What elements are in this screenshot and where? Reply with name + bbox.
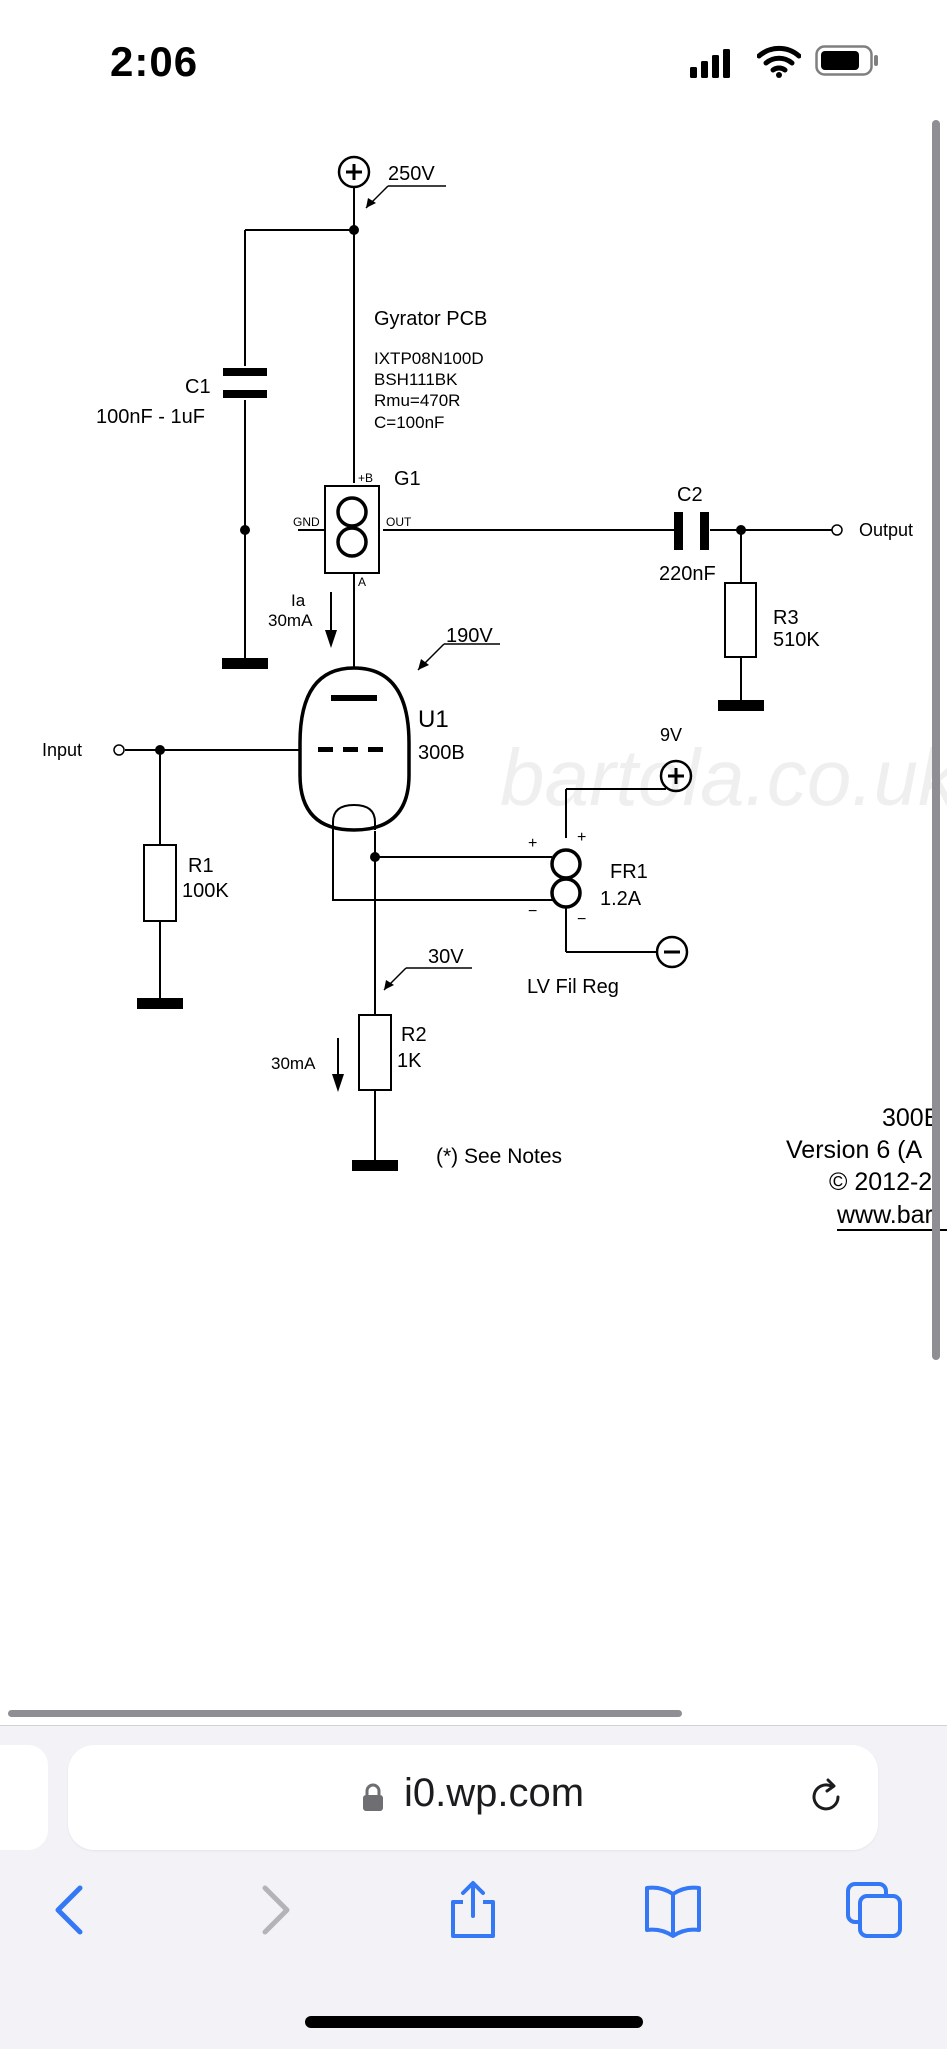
r1-value: 100K — [182, 880, 229, 902]
gyrator-spec-4: C=100nF — [374, 413, 444, 432]
output-label: Output — [859, 520, 913, 540]
gyrator-spec-3: Rmu=470R — [374, 391, 460, 410]
status-time: 2:06 — [110, 38, 199, 85]
wifi-icon — [757, 45, 801, 78]
svg-text:+: + — [528, 835, 537, 852]
g1-pin-gnd: GND — [293, 515, 320, 529]
r2-current-label: 30mA — [271, 1054, 316, 1073]
back-icon[interactable] — [40, 1880, 100, 1940]
supply-voltage-label: 250V — [388, 163, 435, 185]
schematic-diagram: 250V C1 100nF - 1uF Gyrator PCB IXTP08N1… — [42, 155, 947, 1231]
notes-label: (*) See Notes — [436, 1145, 562, 1168]
fr1-value: 1.2A — [600, 888, 642, 910]
u1-value: 300B — [418, 742, 465, 764]
r3-value: 510K — [773, 629, 820, 651]
plate-voltage-label: 190V — [446, 625, 493, 647]
previous-tab-card[interactable] — [0, 1745, 48, 1850]
vertical-scrollbar[interactable] — [932, 120, 940, 1360]
g1-pin-a: A — [358, 575, 366, 589]
address-bar[interactable]: i0.wp.com — [68, 1745, 878, 1850]
page-content[interactable]: 250V C1 100nF - 1uF Gyrator PCB IXTP08N1… — [0, 120, 947, 1720]
ia-value: 30mA — [268, 611, 313, 630]
watermark-text: bartola.co.uk — [500, 733, 947, 822]
c1-name: C1 — [185, 376, 211, 398]
filament-voltage-label: 9V — [660, 725, 682, 745]
r3-name: R3 — [773, 607, 799, 629]
c1-value: 100nF - 1uF — [96, 406, 205, 428]
horizontal-scrollbar[interactable] — [8, 1710, 682, 1717]
r1-name: R1 — [188, 855, 214, 877]
g1-pin-b: +B — [358, 471, 373, 485]
gyrator-title: Gyrator PCB — [374, 308, 487, 330]
address-url: i0.wp.com — [404, 1771, 585, 1815]
r2-value: 1K — [397, 1050, 422, 1072]
share-icon[interactable] — [443, 1880, 503, 1940]
u1-name: U1 — [418, 706, 449, 733]
g1-pin-out: OUT — [386, 515, 412, 529]
forward-icon[interactable] — [245, 1880, 305, 1940]
title-block-line-1: 300B — [882, 1104, 940, 1132]
filament-minus-terminal-icon — [655, 935, 689, 969]
reload-icon[interactable] — [804, 1775, 848, 1819]
filament-plus-terminal-icon — [659, 759, 693, 793]
title-block-line-3: © 2012-2 — [829, 1168, 932, 1196]
fr1-name: FR1 — [610, 861, 648, 883]
battery-icon — [815, 45, 878, 76]
lock-icon — [363, 1783, 383, 1811]
supply-terminal-icon — [337, 155, 371, 189]
title-block-line-4: www.bar — [836, 1201, 933, 1229]
svg-text:−: − — [577, 911, 586, 928]
r2-name: R2 — [401, 1024, 427, 1046]
status-bar: 2:06 — [0, 0, 947, 120]
fil-reg-label: LV Fil Reg — [527, 976, 619, 998]
svg-text:−: − — [528, 903, 537, 920]
bookmarks-icon[interactable] — [643, 1880, 703, 1940]
gyrator-spec-1: IXTP08N100D — [374, 349, 484, 368]
c2-name: C2 — [677, 484, 703, 506]
title-block-line-2: Version 6 (A — [786, 1136, 923, 1164]
cathode-voltage-label: 30V — [428, 946, 464, 968]
home-indicator — [305, 2016, 643, 2028]
c2-value: 220nF — [659, 563, 716, 585]
g1-name: G1 — [394, 468, 421, 490]
ia-label: Ia — [291, 591, 306, 610]
gyrator-spec-2: BSH111BK — [374, 370, 458, 389]
tabs-icon[interactable] — [844, 1880, 904, 1940]
input-label: Input — [42, 740, 82, 760]
svg-text:+: + — [577, 829, 586, 846]
cellular-signal-icon — [690, 49, 730, 78]
